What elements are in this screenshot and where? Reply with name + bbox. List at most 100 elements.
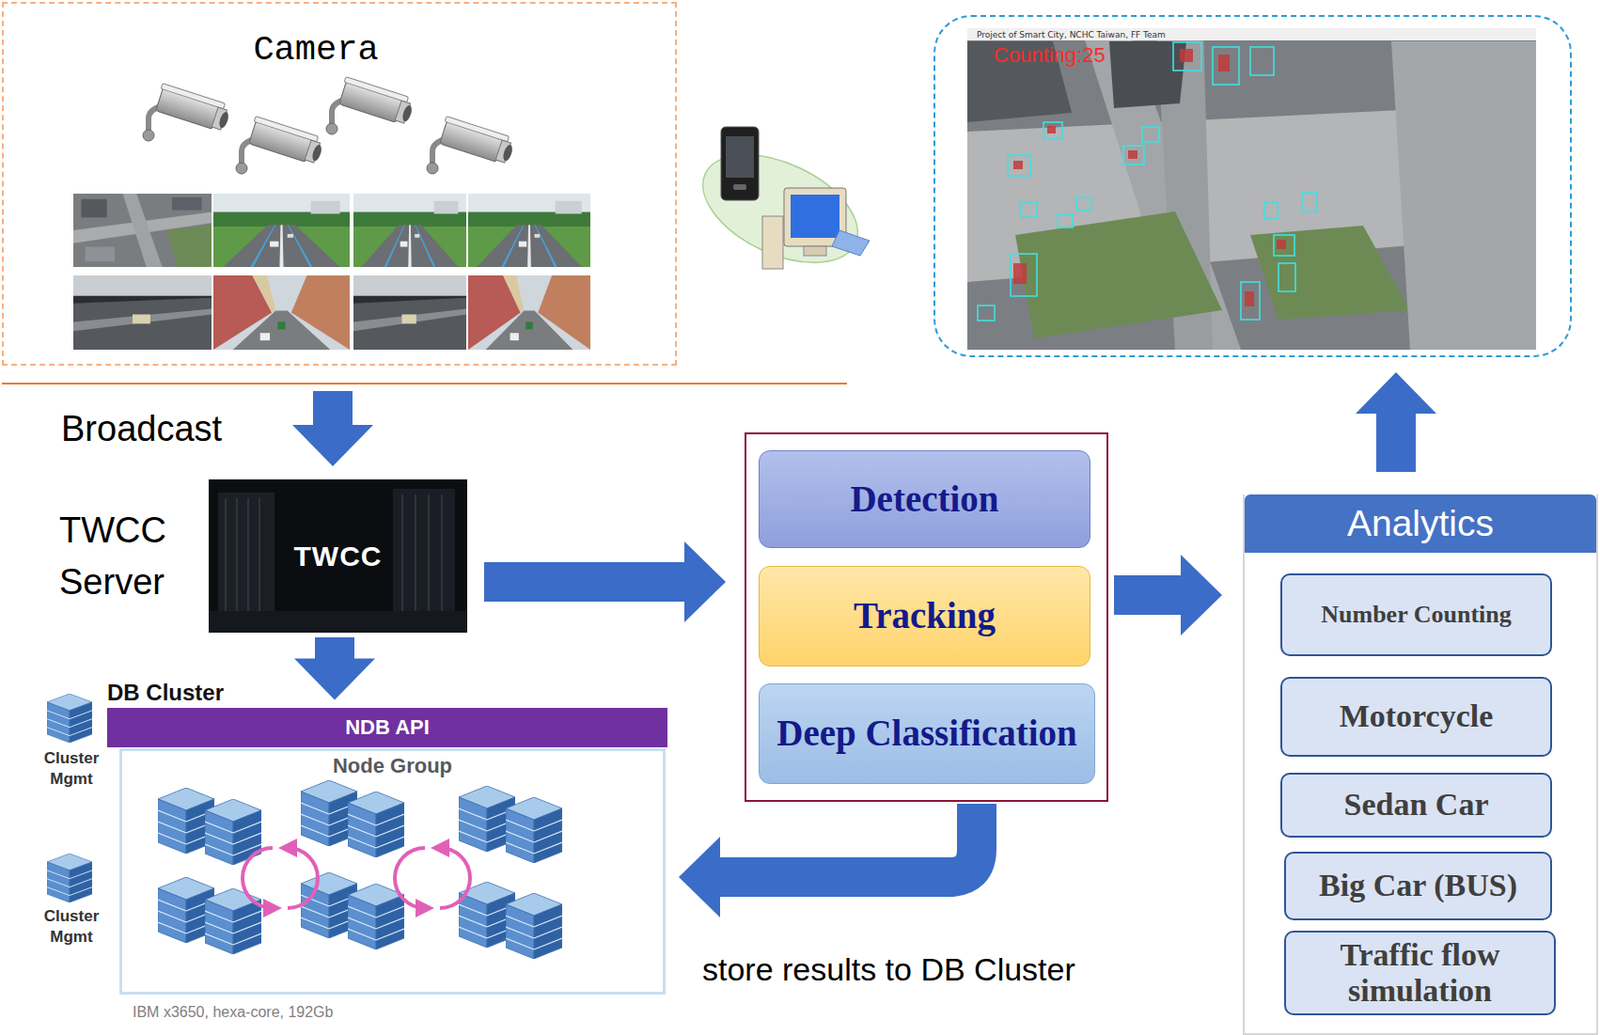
detection-screenshot: [1273, 235, 1295, 256]
client-devices: [721, 126, 759, 201]
detection-screenshot: [1013, 263, 1027, 284]
arrow-head: [294, 658, 376, 701]
detection-screenshot: [1250, 47, 1274, 76]
arrow-label: Broadcast: [61, 408, 222, 450]
client-devices: [733, 184, 747, 190]
camera-icons: [426, 116, 517, 174]
detection-screenshot: [1010, 253, 1037, 297]
detection-screenshot: [1015, 211, 1223, 339]
image-text: TWCC: [294, 540, 383, 573]
block-arrow: [1355, 372, 1437, 472]
panel-title: Camera: [3, 30, 675, 70]
node-group-box: Node Group: [119, 748, 666, 995]
divider-line: [1, 382, 848, 385]
camera-thumbnails: [353, 275, 467, 350]
arrow-head: [684, 541, 726, 623]
server-room-photo: [225, 494, 442, 621]
detection-screenshot: [967, 28, 1537, 350]
server-room-photo: [208, 479, 468, 633]
detection-screenshot: [1276, 239, 1287, 250]
detection-screenshot: [977, 42, 1318, 321]
detection-screenshot: [1278, 263, 1296, 292]
db-cluster-servers: [287, 847, 318, 909]
detection-screenshot: [1173, 42, 1202, 71]
detection-screenshot: [1218, 54, 1230, 72]
screenshot-panel: Project of Smart City, NCHC Taiwan, FF T…: [933, 15, 1572, 358]
client-devices: [686, 126, 875, 285]
camera-panel: Camera: [1, 1, 677, 366]
block-arrow: [678, 803, 977, 918]
detection-screenshot: [1013, 48, 1287, 307]
server-heading: TWCC Server: [59, 503, 191, 608]
detection-screenshot: [967, 28, 1537, 350]
detection-screenshot: [1301, 192, 1318, 212]
block-arrow: [294, 637, 376, 701]
block-arrow: [1113, 554, 1223, 636]
detection-screenshot: [1240, 282, 1260, 320]
detection-screenshot: [1391, 41, 1537, 350]
step-text: Detection: [849, 478, 999, 521]
detection-screenshot: [1250, 225, 1411, 320]
arrow-head: [292, 424, 374, 467]
step-text: Deep Classification: [776, 712, 1078, 755]
step-text: Tracking: [853, 595, 996, 638]
detection-screenshot: [1019, 202, 1037, 218]
camera-thumbnails: [73, 193, 591, 350]
category-text: Big Car (BUS): [1318, 867, 1518, 904]
group-title: Node Group: [122, 753, 663, 779]
camera-thumbnails: [73, 275, 212, 350]
db-cluster-servers: [347, 791, 405, 858]
client-devices: [790, 194, 840, 238]
arrow-shaft: [1113, 575, 1182, 615]
detection-screenshot: [1043, 122, 1063, 140]
db-cluster-servers: [47, 853, 93, 903]
category-box: Number Counting: [1280, 573, 1553, 657]
db-cluster-servers: [242, 847, 273, 909]
part-label: Cluster Mgmt: [33, 748, 110, 790]
process-step: Tracking: [758, 565, 1091, 667]
camera-icons: [235, 116, 326, 174]
camera-thumbnails: [468, 275, 591, 350]
arrow-shaft: [314, 637, 355, 660]
arrow-head: [1180, 554, 1223, 636]
api-bar: DB ClusterNDB API: [107, 707, 668, 748]
camera-icons: [142, 77, 517, 174]
camera-thumbnails: [468, 193, 591, 267]
category-box: Motorcycle: [1280, 676, 1553, 757]
detection-screenshot: [1244, 291, 1255, 307]
api-text: NDB API: [345, 715, 430, 740]
detection-screenshot: [1264, 202, 1278, 220]
category-text: Motorcycle: [1339, 698, 1494, 735]
arrow-head: [678, 836, 721, 918]
client-devices: [686, 132, 875, 284]
panel-header: Analytics: [1244, 494, 1597, 553]
camera-icons: [142, 83, 233, 142]
camera-thumbnails: [213, 275, 350, 350]
server-image: TWCC ServerTWCC: [208, 479, 468, 633]
block-arrow: [484, 541, 726, 623]
category-text: Number Counting: [1320, 600, 1512, 628]
camera-icons: [326, 77, 416, 135]
db-cluster-servers: [347, 883, 405, 950]
detection-screenshot: [1013, 160, 1023, 170]
cluster-heading: DB Cluster: [107, 679, 224, 706]
camera-thumbnails: [73, 193, 212, 267]
category-text: Traffic flow simulation: [1293, 937, 1547, 1009]
camera-thumbnails: [353, 193, 467, 267]
arrow-shaft: [719, 803, 977, 878]
category-box: Traffic flow simulation: [1284, 930, 1556, 1016]
detection-screenshot: [967, 28, 1537, 41]
detection-screenshot: [1179, 48, 1193, 63]
analytics-panel: AnalyticsNumber CountingMotorcycleSedan …: [1242, 494, 1599, 1035]
category-box: Sedan Car: [1280, 772, 1553, 838]
client-devices: [725, 136, 754, 178]
block-arrow: [292, 391, 374, 467]
arrow-shaft: [313, 391, 353, 426]
detection-screenshot: [1047, 125, 1056, 134]
detection-screenshot: [1142, 126, 1160, 142]
detection-screenshot: [1212, 47, 1240, 85]
db-cluster-servers: [47, 693, 93, 743]
db-cluster-servers: [439, 847, 471, 909]
detection-screenshot: [977, 305, 995, 321]
